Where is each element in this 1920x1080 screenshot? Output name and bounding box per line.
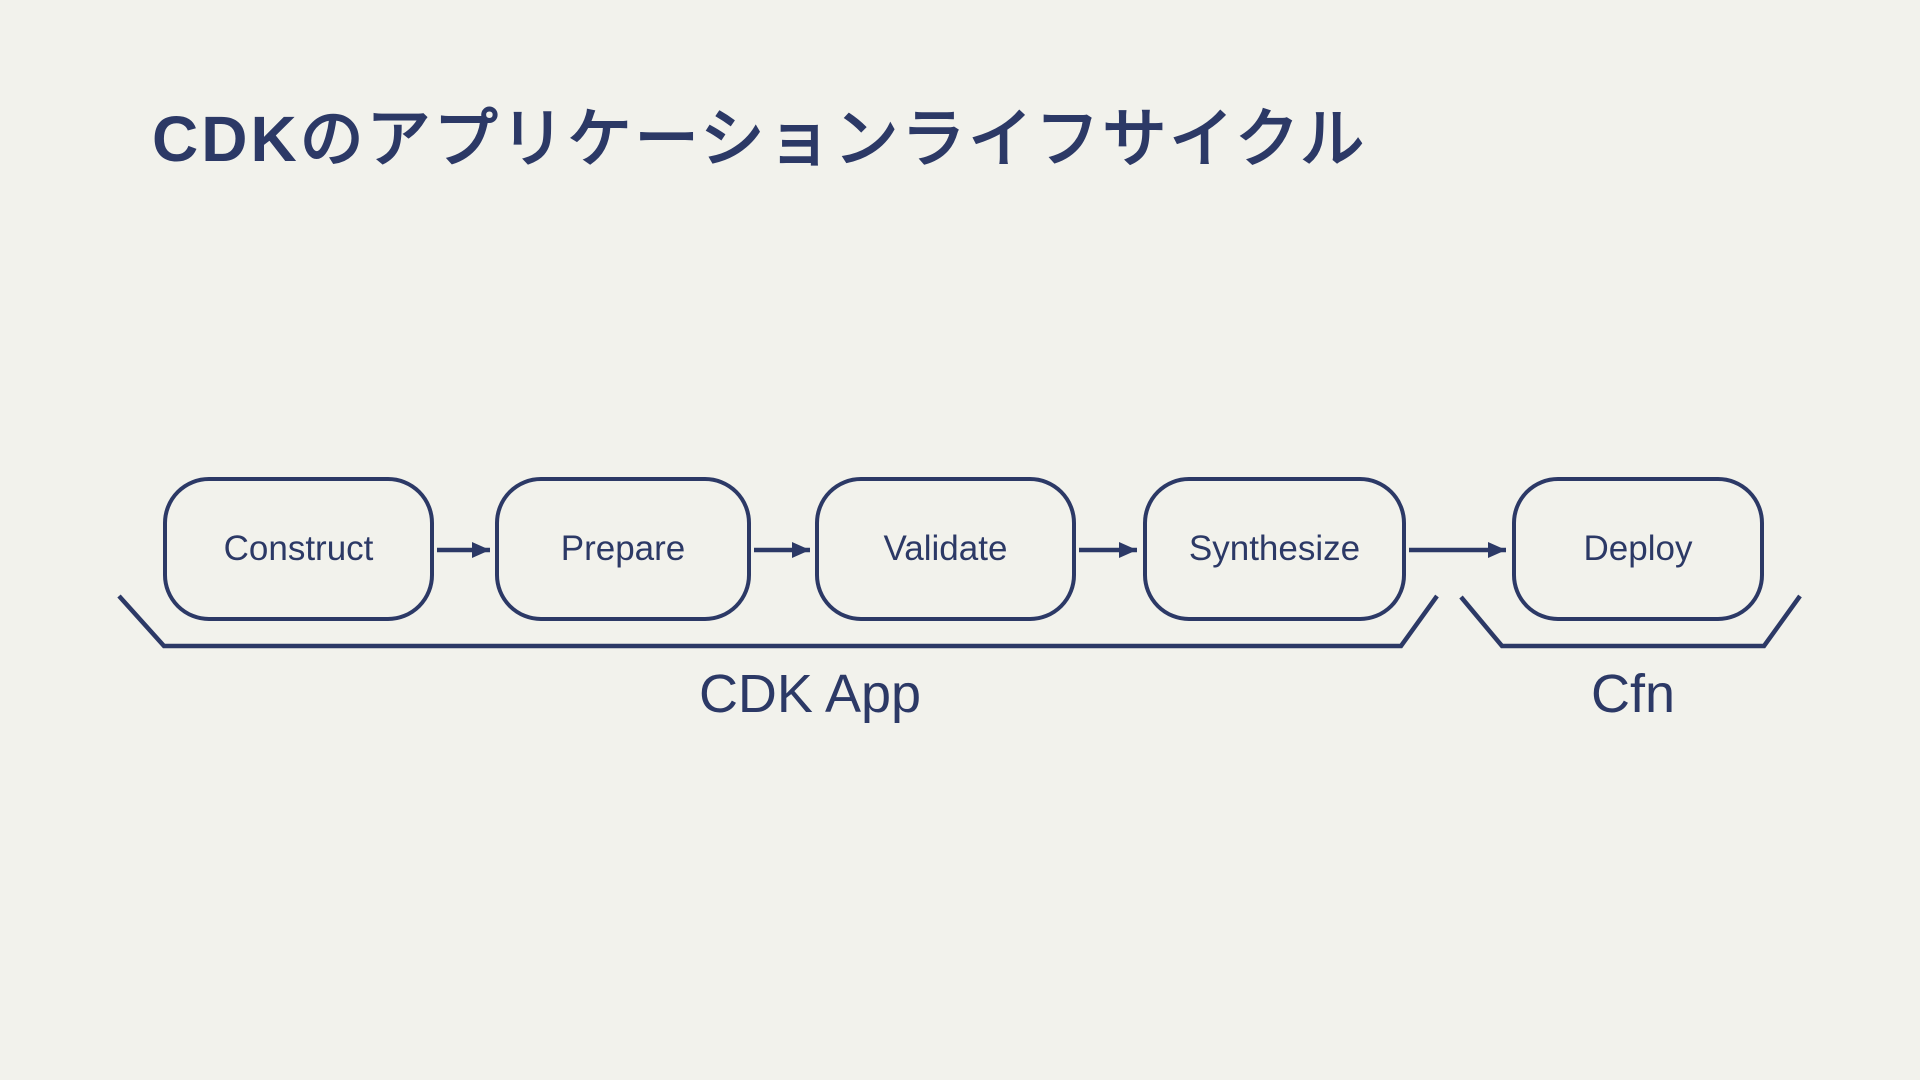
stage-box-validate: Validate xyxy=(815,477,1076,621)
cdk-app-bracket xyxy=(117,594,1439,649)
stage-label-validate: Validate xyxy=(883,529,1008,568)
stage-box-construct: Construct xyxy=(163,477,434,621)
cfn-bracket xyxy=(1459,594,1802,649)
stage-label-synthesize: Synthesize xyxy=(1188,529,1361,568)
stage-label-construct: Construct xyxy=(223,529,374,568)
stage-box-synthesize: Synthesize xyxy=(1143,477,1406,621)
stage-box-deploy: Deploy xyxy=(1512,477,1764,621)
cdk-app-group-label: CDK App xyxy=(698,664,922,724)
stage-box-prepare: Prepare xyxy=(495,477,751,621)
stage-label-prepare: Prepare xyxy=(560,529,686,568)
page-title: CDKのアプリケーションライフサイクル xyxy=(152,103,1368,175)
cfn-group-label: Cfn xyxy=(1590,664,1676,724)
stage-label-deploy: Deploy xyxy=(1583,529,1693,568)
